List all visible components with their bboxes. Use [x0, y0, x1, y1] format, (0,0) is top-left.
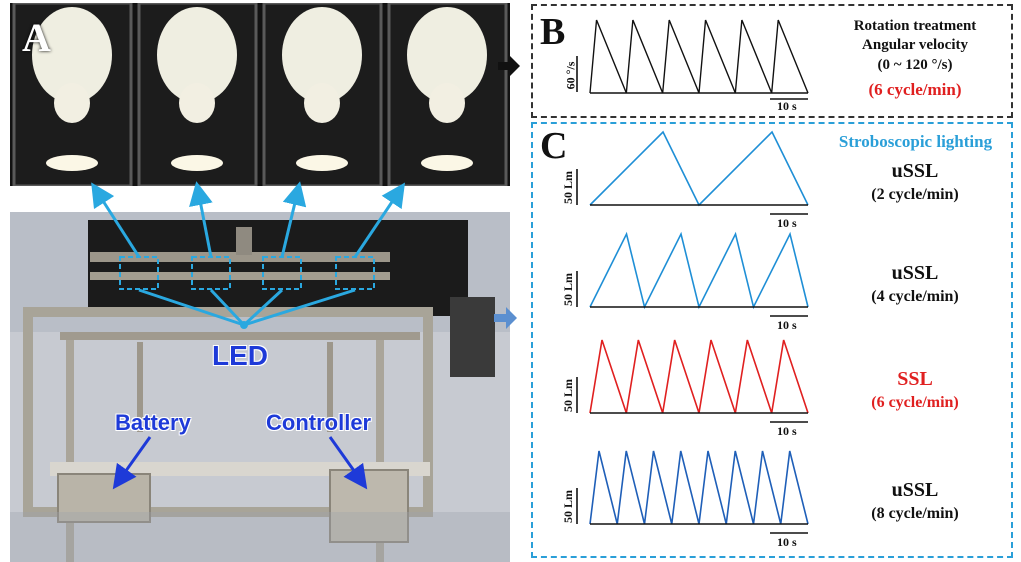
led-arrow-4: [353, 182, 406, 258]
rat-cages-illustration: [10, 3, 510, 186]
panel-b-box: [531, 4, 1013, 118]
light-x-scale-0: 10 s: [777, 216, 797, 230]
battery-label: Battery: [115, 410, 191, 435]
rotation-x-scale: 10 s: [777, 99, 797, 113]
rat: [282, 7, 362, 103]
led-line-3: [242, 288, 284, 327]
light-y-scale-3: 50 Lm: [561, 490, 575, 523]
light-x-scale-2: 10 s: [777, 424, 797, 438]
light-condition-name-3: uSSL: [891, 479, 939, 501]
led-arrow-3: [280, 181, 307, 258]
apparatus-illustration: [10, 212, 510, 562]
light-condition-name-1: uSSL: [891, 262, 939, 284]
rat-cages-photo: [10, 3, 510, 186]
panel-c-label: C: [540, 125, 568, 167]
light-x-scale-1: 10 s: [777, 318, 797, 332]
led-line-1: [138, 288, 245, 327]
light-y-scale-2: 50 Lm: [561, 379, 575, 412]
battery-arrow: [112, 436, 152, 490]
controller-label: Controller: [266, 410, 372, 435]
rat: [32, 7, 112, 103]
led-light: [171, 155, 223, 171]
led-arrows: [91, 181, 406, 490]
rat: [407, 7, 487, 103]
rat-head: [179, 83, 215, 123]
rotation-rate: (6 cycle/min): [868, 80, 962, 99]
light-condition-rate-3: (8 cycle/min): [871, 505, 959, 522]
light-y-scale-0: 50 Lm: [561, 171, 575, 204]
led-arrow-2: [189, 181, 213, 258]
light-series-line-0: [589, 130, 809, 207]
rotation-range: (0 ~ 120 °/s): [877, 57, 953, 73]
led-label: LED: [212, 340, 268, 371]
led-light: [46, 155, 98, 171]
apparatus-photo: [10, 212, 510, 562]
light-condition-rate-1: (4 cycle/min): [871, 288, 959, 305]
rat: [157, 7, 237, 103]
panel-b-label: B: [540, 11, 566, 53]
led-light: [421, 155, 473, 171]
light-series-line-1: [589, 231, 809, 310]
light-y-scale-1: 50 Lm: [561, 273, 575, 306]
light-condition-rate-2: (6 cycle/min): [871, 394, 959, 411]
led-line-4: [243, 288, 356, 327]
arrow-to-b: [498, 56, 520, 76]
rat-head: [54, 83, 90, 123]
light-series-line-2: [589, 339, 809, 414]
stroboscopic-title: Stroboscopic lighting: [838, 132, 993, 151]
rat-head: [429, 83, 465, 123]
led-light: [296, 155, 348, 171]
panel-c-box: [531, 122, 1013, 558]
led-line-2: [209, 288, 246, 327]
light-x-scale-3: 10 s: [777, 535, 797, 549]
led-arrow-1: [91, 182, 141, 258]
arrow-to-c: [494, 307, 517, 329]
light-condition-name-0: uSSL: [891, 160, 939, 182]
rotation-title-1: Rotation treatment: [853, 18, 977, 34]
light-condition-rate-0: (2 cycle/min): [871, 186, 959, 203]
rat-head: [304, 83, 340, 123]
rotation-title-2: Angular velocity: [862, 37, 968, 53]
panel-a-label: A: [22, 15, 51, 60]
controller-arrow: [328, 436, 368, 490]
light-condition-name-2: SSL: [897, 368, 933, 390]
light-series-line-3: [589, 450, 809, 525]
